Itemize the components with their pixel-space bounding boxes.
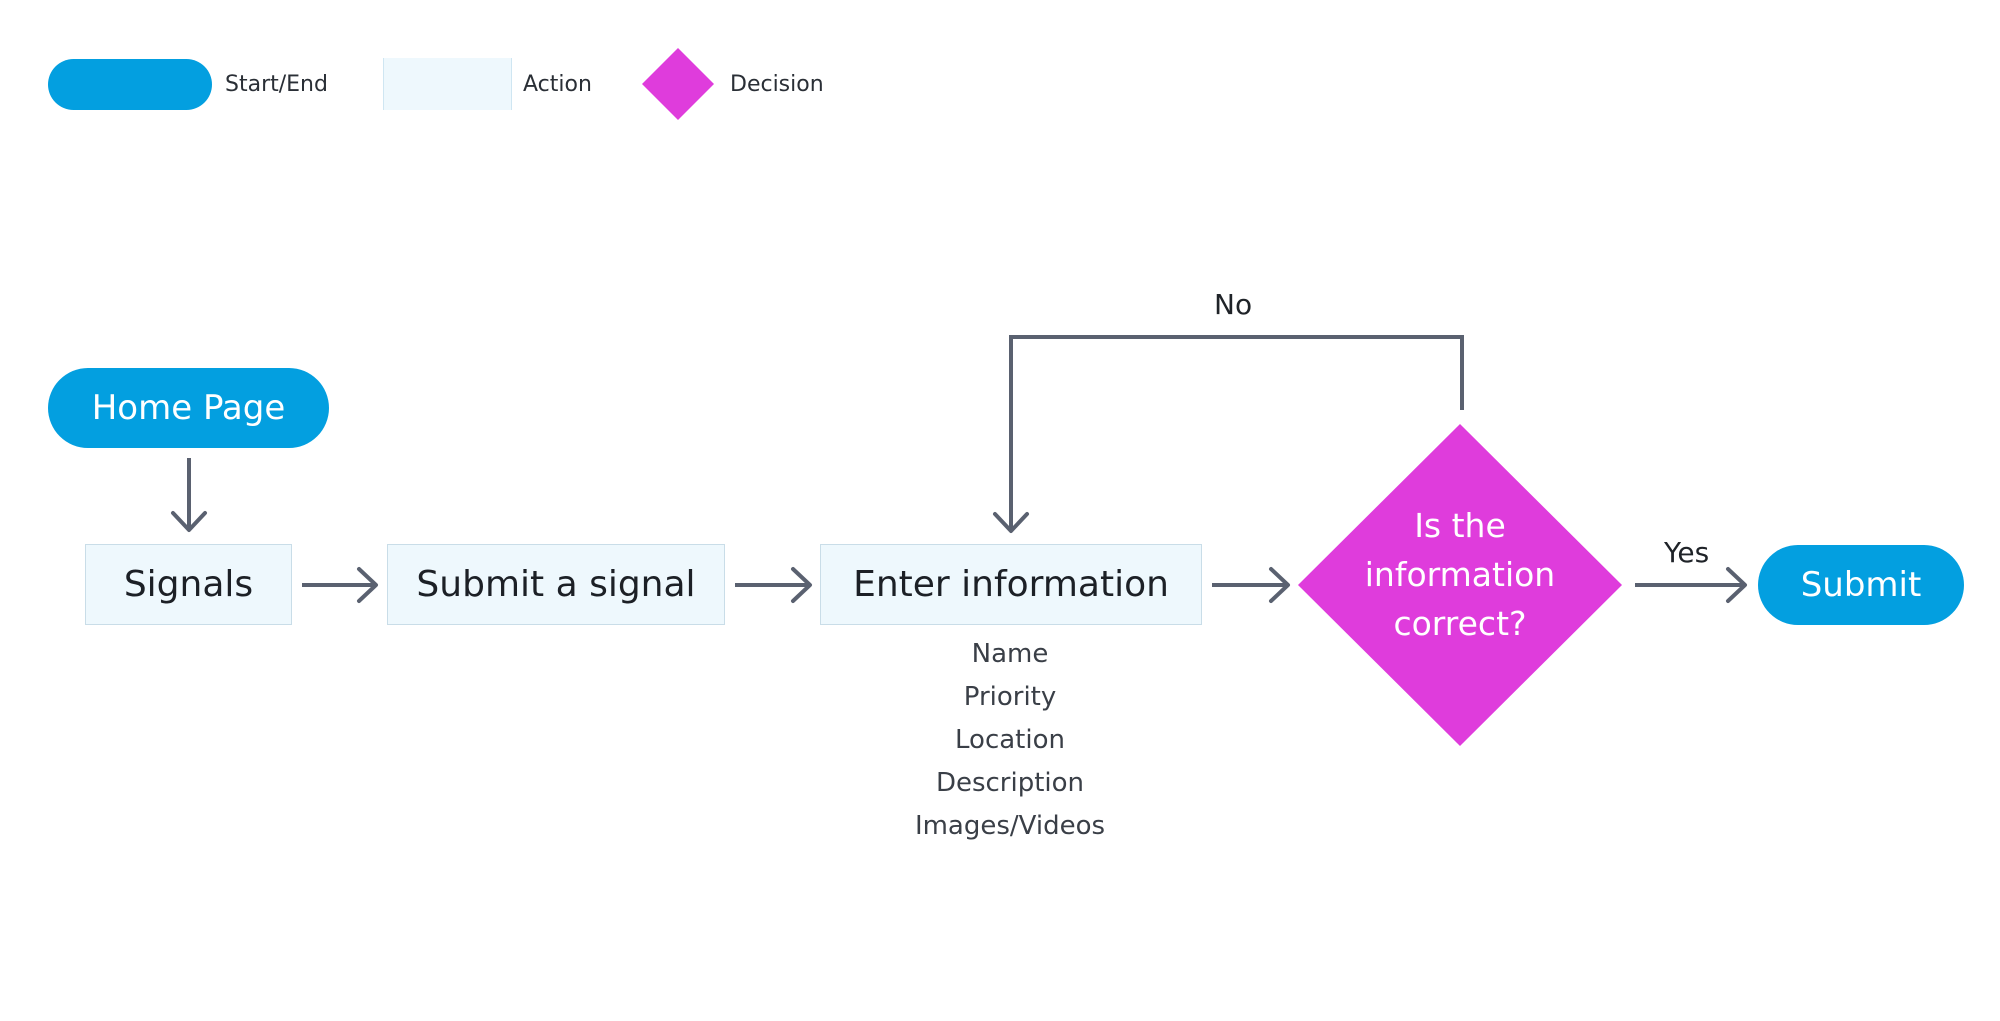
edge-decision-no-loop <box>993 335 1464 533</box>
edge-home-to-signals <box>171 458 207 532</box>
decision-line-1: Is the <box>1414 506 1506 545</box>
field-description: Description <box>935 768 1085 798</box>
legend-decision-swatch <box>642 48 714 120</box>
legend-action-swatch <box>383 58 512 110</box>
field-priority: Priority <box>963 682 1057 712</box>
edge-submit-signal-to-enter-information <box>735 567 812 603</box>
decision-line-3: correct? <box>1393 604 1527 643</box>
node-enter-information: Enter information <box>820 544 1202 625</box>
decision-line-2: information <box>1364 555 1556 594</box>
field-location: Location <box>955 725 1065 755</box>
node-submit: Submit <box>1758 545 1964 625</box>
node-home-page: Home Page <box>48 368 329 448</box>
field-name: Name <box>971 639 1049 669</box>
edge-signals-to-submit-signal <box>302 567 378 603</box>
node-submit-a-signal: Submit a signal <box>387 544 725 625</box>
legend-start-end-swatch <box>48 59 212 110</box>
node-signals: Signals <box>85 544 292 625</box>
edge-decision-yes-to-submit <box>1635 567 1747 603</box>
edge-label-yes: Yes <box>1664 536 1710 569</box>
decision-diamond <box>1298 424 1622 746</box>
information-fields-list: Name Priority Location Description Image… <box>860 633 1160 848</box>
edge-label-no: No <box>1214 288 1253 321</box>
edge-enter-information-to-decision <box>1212 567 1290 603</box>
decision-question: Is the information correct? <box>1320 501 1600 648</box>
field-images-videos: Images/Videos <box>914 811 1106 841</box>
legend-action-label: Action <box>523 72 592 97</box>
legend-decision-label: Decision <box>730 72 824 97</box>
legend-start-end-label: Start/End <box>225 72 328 97</box>
